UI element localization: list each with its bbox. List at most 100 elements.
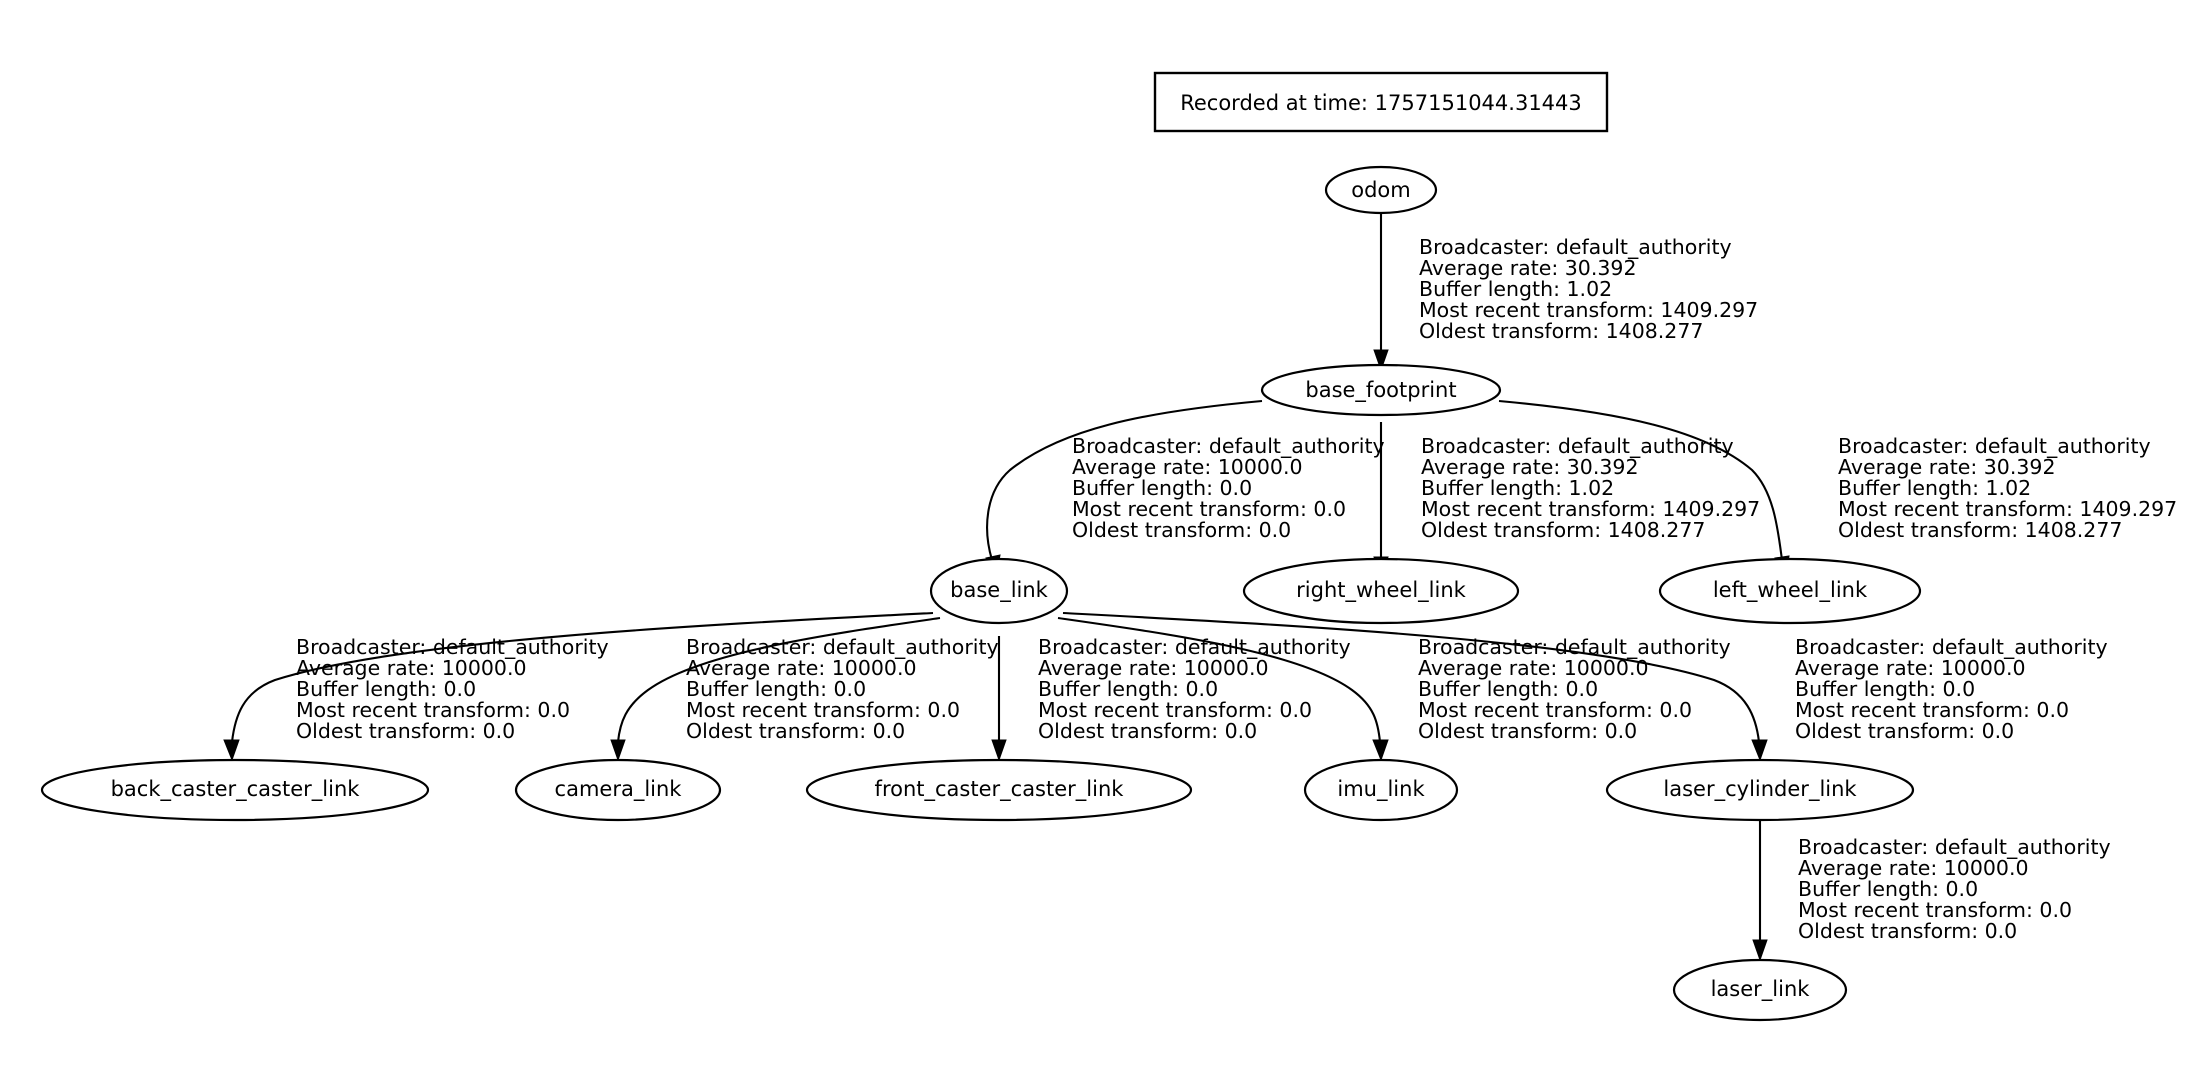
node-laser-cylinder-link-label: laser_cylinder_link <box>1663 777 1857 802</box>
edge-label-base-footprint-to-base-link: Broadcaster: default_authority Average r… <box>1072 434 1385 542</box>
edge-label-most-recent-transform: Most recent transform: 0.0 <box>1418 698 1692 722</box>
node-imu-link[interactable]: imu_link <box>1303 758 1459 822</box>
edge-label-average-rate: Average rate: 10000.0 <box>1798 856 2029 880</box>
node-base-footprint-ellipse[interactable] <box>1260 363 1502 417</box>
edge-path-base-footprint-left-wheel <box>1498 399 1784 561</box>
edge-label-oldest-transform: Oldest transform: 1408.277 <box>1419 319 1703 343</box>
node-laser-cylinder-link-ellipse[interactable] <box>1605 758 1915 822</box>
edge-label-buffer-length: Buffer length: 0.0 <box>296 677 476 701</box>
edge-label-oldest-transform: Oldest transform: 0.0 <box>296 719 515 743</box>
edge-base-link-to-imu-link <box>1057 616 1389 762</box>
node-left-wheel-link-ellipse[interactable] <box>1658 557 1922 625</box>
edge-label-broadcaster: Broadcaster: default_authority <box>1419 235 1732 260</box>
edge-path-base-link-back-caster <box>230 611 934 743</box>
edge-path-base-link-laser-cylinder <box>1062 611 1761 743</box>
node-back-caster-caster-link-ellipse[interactable] <box>40 758 430 822</box>
node-imu-link-label: imu_link <box>1337 777 1425 802</box>
node-laser-link-ellipse[interactable] <box>1672 958 1848 1022</box>
arrowhead-base-link-camera <box>610 739 626 762</box>
edge-label-broadcaster: Broadcaster: default_authority <box>1072 434 1385 459</box>
node-odom-ellipse[interactable] <box>1324 165 1438 215</box>
edge-path-base-link-camera <box>616 616 941 743</box>
edge-base-link-to-front-caster-caster-link <box>991 636 1007 762</box>
node-right-wheel-link-label: right_wheel_link <box>1296 578 1466 603</box>
node-right-wheel-link[interactable]: right_wheel_link <box>1242 557 1520 625</box>
edge-label-broadcaster: Broadcaster: default_authority <box>296 635 609 660</box>
edge-label-most-recent-transform: Most recent transform: 1409.297 <box>1838 497 2177 521</box>
edge-label-average-rate: Average rate: 30.392 <box>1421 455 1639 479</box>
edge-label-oldest-transform: Oldest transform: 0.0 <box>1795 719 2014 743</box>
edge-label-base-link-to-back-caster-caster-link: Broadcaster: default_authority Average r… <box>296 635 609 743</box>
arrowhead-base-link-back-caster <box>223 739 240 762</box>
edge-label-most-recent-transform: Most recent transform: 0.0 <box>686 698 960 722</box>
edge-label-oldest-transform: Oldest transform: 0.0 <box>1072 518 1291 542</box>
edge-label-average-rate: Average rate: 30.392 <box>1838 455 2056 479</box>
edge-label-average-rate: Average rate: 30.392 <box>1419 256 1637 280</box>
node-odom-label: odom <box>1351 178 1410 202</box>
edge-label-most-recent-transform: Most recent transform: 0.0 <box>1038 698 1312 722</box>
node-front-caster-caster-link[interactable]: front_caster_caster_link <box>805 758 1193 822</box>
edge-label-broadcaster: Broadcaster: default_authority <box>1795 635 2108 660</box>
edge-path-base-footprint-base-link <box>986 399 1263 561</box>
node-laser-link[interactable]: laser_link <box>1672 958 1848 1022</box>
edge-label-oldest-transform: Oldest transform: 0.0 <box>1418 719 1637 743</box>
edge-odom-to-base-footprint <box>1373 211 1389 372</box>
edge-label-laser-cylinder-link-to-laser-link: Broadcaster: default_authority Average r… <box>1798 835 2111 943</box>
edge-label-buffer-length: Buffer length: 0.0 <box>1418 677 1598 701</box>
edge-label-buffer-length: Buffer length: 0.0 <box>1795 677 1975 701</box>
recorded-at-time-box: Recorded at time: 1757151044.31443 <box>1153 71 1609 133</box>
edge-label-average-rate: Average rate: 10000.0 <box>296 656 527 680</box>
edge-label-most-recent-transform: Most recent transform: 0.0 <box>296 698 570 722</box>
edge-label-base-link-to-laser-cylinder-link: Broadcaster: default_authority Average r… <box>1795 635 2108 743</box>
edge-label-most-recent-transform: Most recent transform: 1409.297 <box>1421 497 1760 521</box>
node-camera-link-label: camera_link <box>555 777 683 802</box>
edge-label-average-rate: Average rate: 10000.0 <box>1072 455 1303 479</box>
edge-label-base-link-to-camera-link: Broadcaster: default_authority Average r… <box>686 635 999 743</box>
edge-base-link-to-laser-cylinder-link <box>1062 611 1768 762</box>
edge-label-broadcaster: Broadcaster: default_authority <box>1838 434 2151 459</box>
edge-label-buffer-length: Buffer length: 0.0 <box>1072 476 1252 500</box>
edge-label-oldest-transform: Oldest transform: 0.0 <box>1038 719 1257 743</box>
edge-label-broadcaster: Broadcaster: default_authority <box>686 635 999 660</box>
recorded-at-time-label: Recorded at time: 1757151044.31443 <box>1180 91 1582 115</box>
edge-label-broadcaster: Broadcaster: default_authority <box>1798 835 2111 860</box>
node-camera-link-ellipse[interactable] <box>514 758 722 822</box>
edge-label-buffer-length: Buffer length: 1.02 <box>1421 476 1614 500</box>
node-base-link-ellipse[interactable] <box>929 557 1069 625</box>
edge-label-broadcaster: Broadcaster: default_authority <box>1418 635 1731 660</box>
edge-label-most-recent-transform: Most recent transform: 0.0 <box>1795 698 2069 722</box>
recorded-at-time-rect <box>1153 71 1609 133</box>
edge-label-oldest-transform: Oldest transform: 1408.277 <box>1421 518 1705 542</box>
node-base-link[interactable]: base_link <box>929 557 1069 625</box>
node-camera-link[interactable]: camera_link <box>514 758 722 822</box>
edge-label-most-recent-transform: Most recent transform: 0.0 <box>1072 497 1346 521</box>
node-left-wheel-link-label: left_wheel_link <box>1713 578 1868 603</box>
node-back-caster-caster-link-label: back_caster_caster_link <box>111 777 361 802</box>
edge-label-oldest-transform: Oldest transform: 0.0 <box>686 719 905 743</box>
node-laser-link-label: laser_link <box>1711 977 1811 1002</box>
node-front-caster-caster-link-label: front_caster_caster_link <box>875 777 1125 802</box>
edge-label-buffer-length: Buffer length: 0.0 <box>686 677 866 701</box>
edge-label-base-link-to-imu-link: Broadcaster: default_authority Average r… <box>1418 635 1731 743</box>
edge-label-average-rate: Average rate: 10000.0 <box>1795 656 2026 680</box>
node-laser-cylinder-link[interactable]: laser_cylinder_link <box>1605 758 1915 822</box>
edge-label-buffer-length: Buffer length: 1.02 <box>1838 476 2031 500</box>
node-odom[interactable]: odom <box>1324 165 1438 215</box>
node-base-footprint[interactable]: base_footprint <box>1260 363 1502 417</box>
edge-label-base-footprint-to-right-wheel-link: Broadcaster: default_authority Average r… <box>1421 434 1760 542</box>
edge-base-link-to-camera-link <box>610 616 941 762</box>
edge-label-broadcaster: Broadcaster: default_authority <box>1421 434 1734 459</box>
edge-label-oldest-transform: Oldest transform: 0.0 <box>1798 919 2017 943</box>
node-left-wheel-link[interactable]: left_wheel_link <box>1658 557 1922 625</box>
edge-base-link-to-back-caster-caster-link <box>223 611 934 762</box>
edge-label-buffer-length: Buffer length: 0.0 <box>1038 677 1218 701</box>
edge-label-oldest-transform: Oldest transform: 1408.277 <box>1838 518 2122 542</box>
node-back-caster-caster-link[interactable]: back_caster_caster_link <box>40 758 430 822</box>
edge-label-most-recent-transform: Most recent transform: 1409.297 <box>1419 298 1758 322</box>
arrowhead-base-link-front-caster <box>991 739 1007 762</box>
edge-path-base-link-imu <box>1057 616 1382 743</box>
node-right-wheel-link-ellipse[interactable] <box>1242 557 1520 625</box>
node-imu-link-ellipse[interactable] <box>1303 758 1459 822</box>
node-front-caster-caster-link-ellipse[interactable] <box>805 758 1193 822</box>
